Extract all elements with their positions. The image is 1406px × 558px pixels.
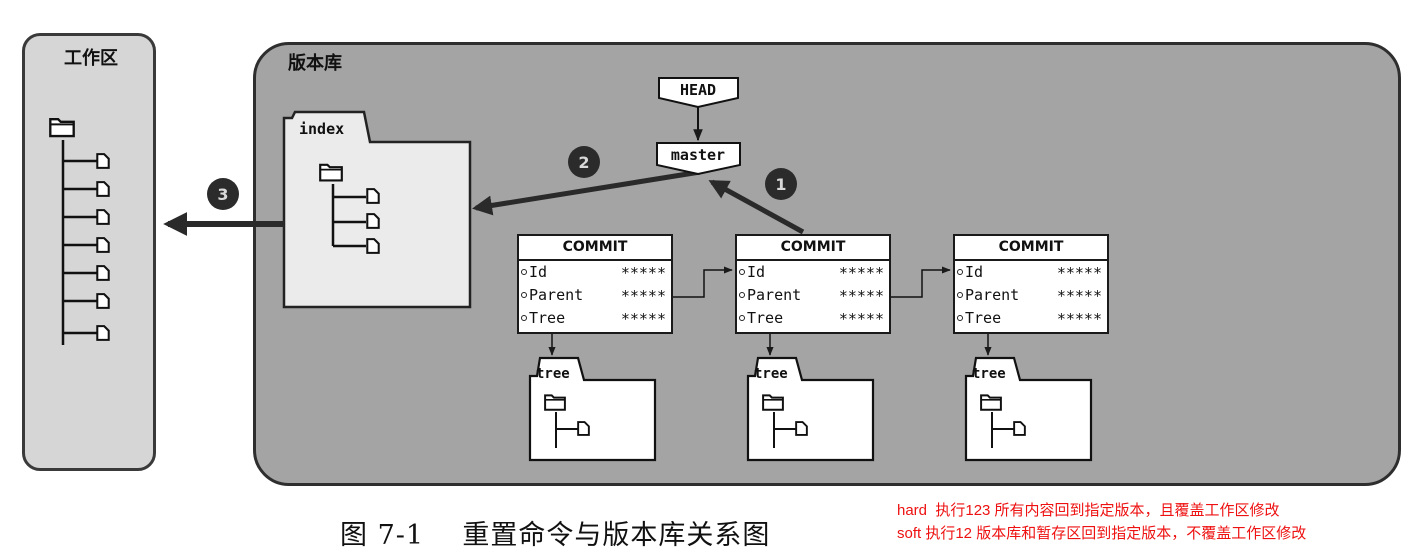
commit-field-tree: Tree *****: [955, 307, 1107, 330]
file-icon: [96, 181, 110, 197]
file-icon: [96, 325, 110, 341]
workspace-panel: [22, 33, 156, 471]
field-name: Tree: [529, 309, 566, 327]
tree-label: tree: [536, 366, 570, 382]
parent-link: [891, 266, 951, 298]
commit-header: COMMIT: [519, 236, 671, 261]
field-name: Parent: [965, 286, 1020, 304]
field-value: *****: [838, 310, 884, 328]
index-label: index: [299, 120, 344, 138]
figure-caption: 图 7-1 重置命令与版本库关系图: [340, 520, 771, 551]
bullet-icon: [521, 315, 527, 321]
bullet-icon: [957, 269, 963, 275]
commit-field-id: Id *****: [955, 261, 1107, 284]
parent-link: [673, 266, 733, 298]
step-marker-1: 1: [765, 168, 797, 200]
note-hard-reset: hard 执行123 所有内容回到指定版本，且覆盖工作区修改: [897, 502, 1280, 519]
diagram-canvas: index 1 2 3 HEAD master tree: [49, 77, 1093, 462]
bullet-icon: [739, 315, 745, 321]
note-soft-reset: soft 执行12 版本库和暂存区回到指定版本，不覆盖工作区修改: [897, 525, 1307, 542]
step-number: 1: [775, 175, 786, 194]
folder-icon: [544, 394, 566, 411]
bullet-icon: [957, 315, 963, 321]
bullet-icon: [521, 269, 527, 275]
commit-field-parent: Parent *****: [519, 284, 671, 307]
commit-box-1: COMMIT Id ***** Parent ***** Tree *****: [517, 234, 673, 334]
folder-icon: [49, 117, 75, 138]
index-folder: index: [282, 110, 472, 309]
tree-folder-3: tree: [964, 356, 1093, 462]
folder-icon: [762, 394, 784, 411]
commit-field-tree: Tree *****: [519, 307, 671, 330]
file-icon: [1013, 421, 1026, 436]
bullet-icon: [739, 269, 745, 275]
field-name: Tree: [965, 309, 1002, 327]
commit-header: COMMIT: [737, 236, 889, 261]
file-icon: [96, 293, 110, 309]
field-value: *****: [620, 287, 666, 305]
arrow-to-index: [472, 169, 701, 216]
step-marker-3: 3: [207, 178, 239, 210]
master-branch-ref: master: [656, 142, 741, 176]
step-number: 3: [217, 185, 228, 204]
bullet-icon: [521, 292, 527, 298]
file-icon: [96, 265, 110, 281]
commit-box-3: COMMIT Id ***** Parent ***** Tree *****: [953, 234, 1109, 334]
file-icon: [366, 188, 380, 204]
arrow-to-master: [708, 179, 805, 235]
workspace-file-tree: [49, 117, 110, 345]
file-icon: [96, 237, 110, 253]
repository-title: 版本库: [288, 53, 342, 74]
file-icon: [366, 238, 380, 254]
commit-box-2: COMMIT Id ***** Parent ***** Tree *****: [735, 234, 891, 334]
field-value: *****: [620, 310, 666, 328]
bullet-icon: [957, 292, 963, 298]
field-value: *****: [1056, 310, 1102, 328]
field-value: *****: [1056, 287, 1102, 305]
folder-icon: [319, 163, 343, 182]
commit-field-tree: Tree *****: [737, 307, 889, 330]
workspace-title: 工作区: [64, 48, 118, 69]
file-icon: [96, 153, 110, 169]
field-name: Parent: [747, 286, 802, 304]
step-marker-2: 2: [568, 146, 600, 178]
bullet-icon: [739, 292, 745, 298]
commit-field-parent: Parent *****: [955, 284, 1107, 307]
tree-label: tree: [972, 366, 1006, 382]
tree-folder-1: tree: [528, 356, 657, 462]
step-number: 2: [578, 153, 589, 172]
folder-icon: [980, 394, 1002, 411]
field-value: *****: [620, 264, 666, 282]
commit-header: COMMIT: [955, 236, 1107, 261]
head-label: HEAD: [680, 81, 716, 99]
file-icon: [795, 421, 808, 436]
field-name: Parent: [529, 286, 584, 304]
file-icon: [96, 209, 110, 225]
head-ref: HEAD: [658, 77, 739, 109]
commit-field-parent: Parent *****: [737, 284, 889, 307]
file-icon: [366, 213, 380, 229]
file-icon: [577, 421, 590, 436]
field-name: Id: [747, 263, 766, 281]
master-label: master: [671, 146, 725, 164]
field-name: Tree: [747, 309, 784, 327]
tree-label: tree: [754, 366, 788, 382]
field-value: *****: [838, 264, 884, 282]
field-name: Id: [965, 263, 984, 281]
tree-folder-2: tree: [746, 356, 875, 462]
commit-field-id: Id *****: [737, 261, 889, 284]
field-value: *****: [838, 287, 884, 305]
field-name: Id: [529, 263, 548, 281]
field-value: *****: [1056, 264, 1102, 282]
commit-field-id: Id *****: [519, 261, 671, 284]
